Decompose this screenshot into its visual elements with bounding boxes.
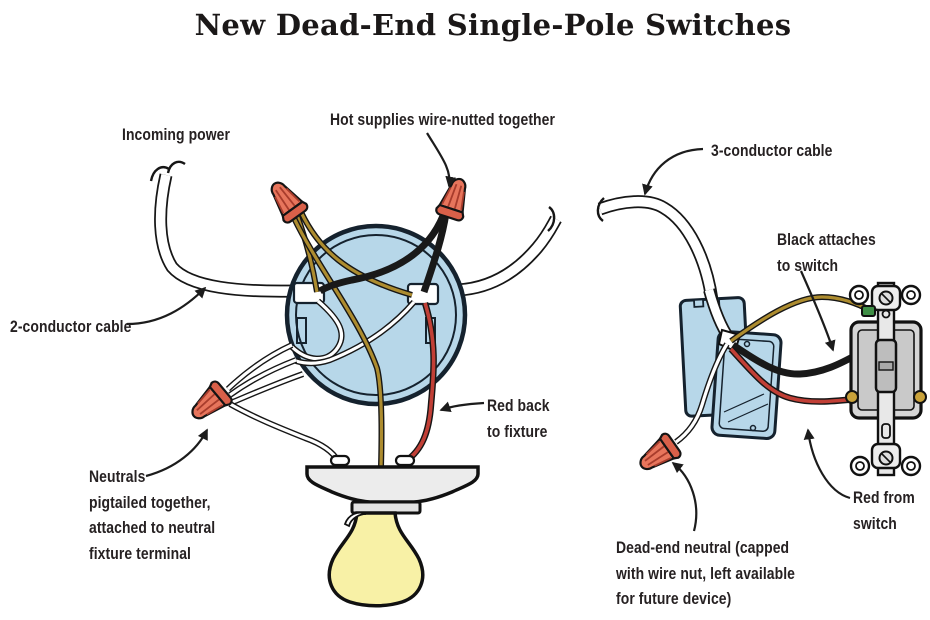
- green-ground-screw: [861, 305, 876, 317]
- arrow-hot-supplies: [426, 132, 457, 188]
- label-red-back: Red back to fixture: [487, 396, 550, 441]
- cable-break-mark: [596, 197, 605, 222]
- wire-nut-dead-end: [639, 432, 682, 471]
- fixture-terminal-screw-left: [329, 454, 351, 467]
- leader-arrows: [126, 132, 851, 532]
- mounting-ear-hole: [906, 290, 916, 300]
- wire-nut-hots: [435, 177, 467, 222]
- toggle-ridge: [878, 361, 894, 371]
- black-to-switch: [731, 342, 860, 378]
- box-screw-hole: [743, 340, 751, 348]
- hot-wires: [318, 212, 450, 295]
- label-2-conductor-cable: 2-conductor cable: [10, 317, 132, 336]
- mounting-ear-hole: [855, 461, 865, 471]
- label-black-attaches: Black attaches to switch: [777, 230, 876, 275]
- cable-3-conductor-right: [596, 195, 719, 301]
- box-screw-hole: [749, 424, 757, 432]
- ground-wires: [291, 210, 413, 468]
- diagram-title: New Dead-End Single-Pole Switches: [194, 8, 792, 42]
- brass-terminal-right: [913, 390, 927, 404]
- toggle-switch: [845, 281, 927, 477]
- wire-nut-neutrals: [191, 380, 233, 420]
- label-neutrals: Neutrals pigtailed together, attached to…: [89, 467, 216, 563]
- clamp-slot-left: [296, 317, 307, 344]
- brass-terminal-left: [845, 390, 859, 404]
- knockout-tab: [693, 298, 705, 308]
- mounting-ear-hole: [854, 290, 864, 300]
- arrow-3-conductor: [642, 147, 704, 196]
- arrow-red-back: [439, 401, 485, 412]
- switch-box-opening: [710, 329, 783, 440]
- box-hatch-lines: [723, 393, 769, 423]
- arrow-black-attaches: [799, 270, 836, 352]
- cable-2-conductor: [149, 160, 296, 298]
- cable-3-conductor-left: [457, 206, 562, 297]
- cable-break-mark: [166, 160, 186, 174]
- wire-nut-grounds: [270, 181, 309, 224]
- wire-nuts: [191, 177, 682, 471]
- arrow-red-from: [803, 428, 851, 500]
- dead-end-neutral-wire: [674, 342, 730, 445]
- cable-break-mark: [149, 166, 170, 182]
- label-incoming-power: Incoming power: [122, 125, 231, 144]
- light-fixture: [305, 454, 480, 608]
- arrow-neutrals: [145, 428, 208, 478]
- arrow-dead-end: [671, 461, 698, 532]
- fixture-terminal-screw-right: [394, 454, 416, 467]
- strap-slot: [881, 423, 891, 439]
- cable-break-mark: [547, 206, 556, 232]
- label-hot-supplies: Hot supplies wire-nutted together: [330, 110, 555, 129]
- junction-box-inner-ring: [295, 234, 457, 396]
- neutral-wires: [225, 298, 417, 463]
- label-3-conductor-cable: 3-conductor cable: [711, 141, 833, 160]
- screw-slot: [881, 293, 891, 303]
- screw-slot: [881, 453, 891, 463]
- light-bulb: [327, 511, 425, 608]
- bulb-highlight: [343, 511, 367, 528]
- switch-box: [678, 296, 783, 440]
- arrow-2-conductor: [126, 286, 207, 326]
- label-dead-end: Dead-end neutral (capped with wire nut, …: [616, 538, 795, 608]
- mounting-ear-hole: [906, 461, 916, 471]
- red-wire-fixture: [404, 302, 437, 464]
- fixture-canopy: [305, 465, 480, 504]
- label-red-from: Red from switch: [853, 488, 915, 533]
- red-from-switch-wire: [729, 347, 857, 404]
